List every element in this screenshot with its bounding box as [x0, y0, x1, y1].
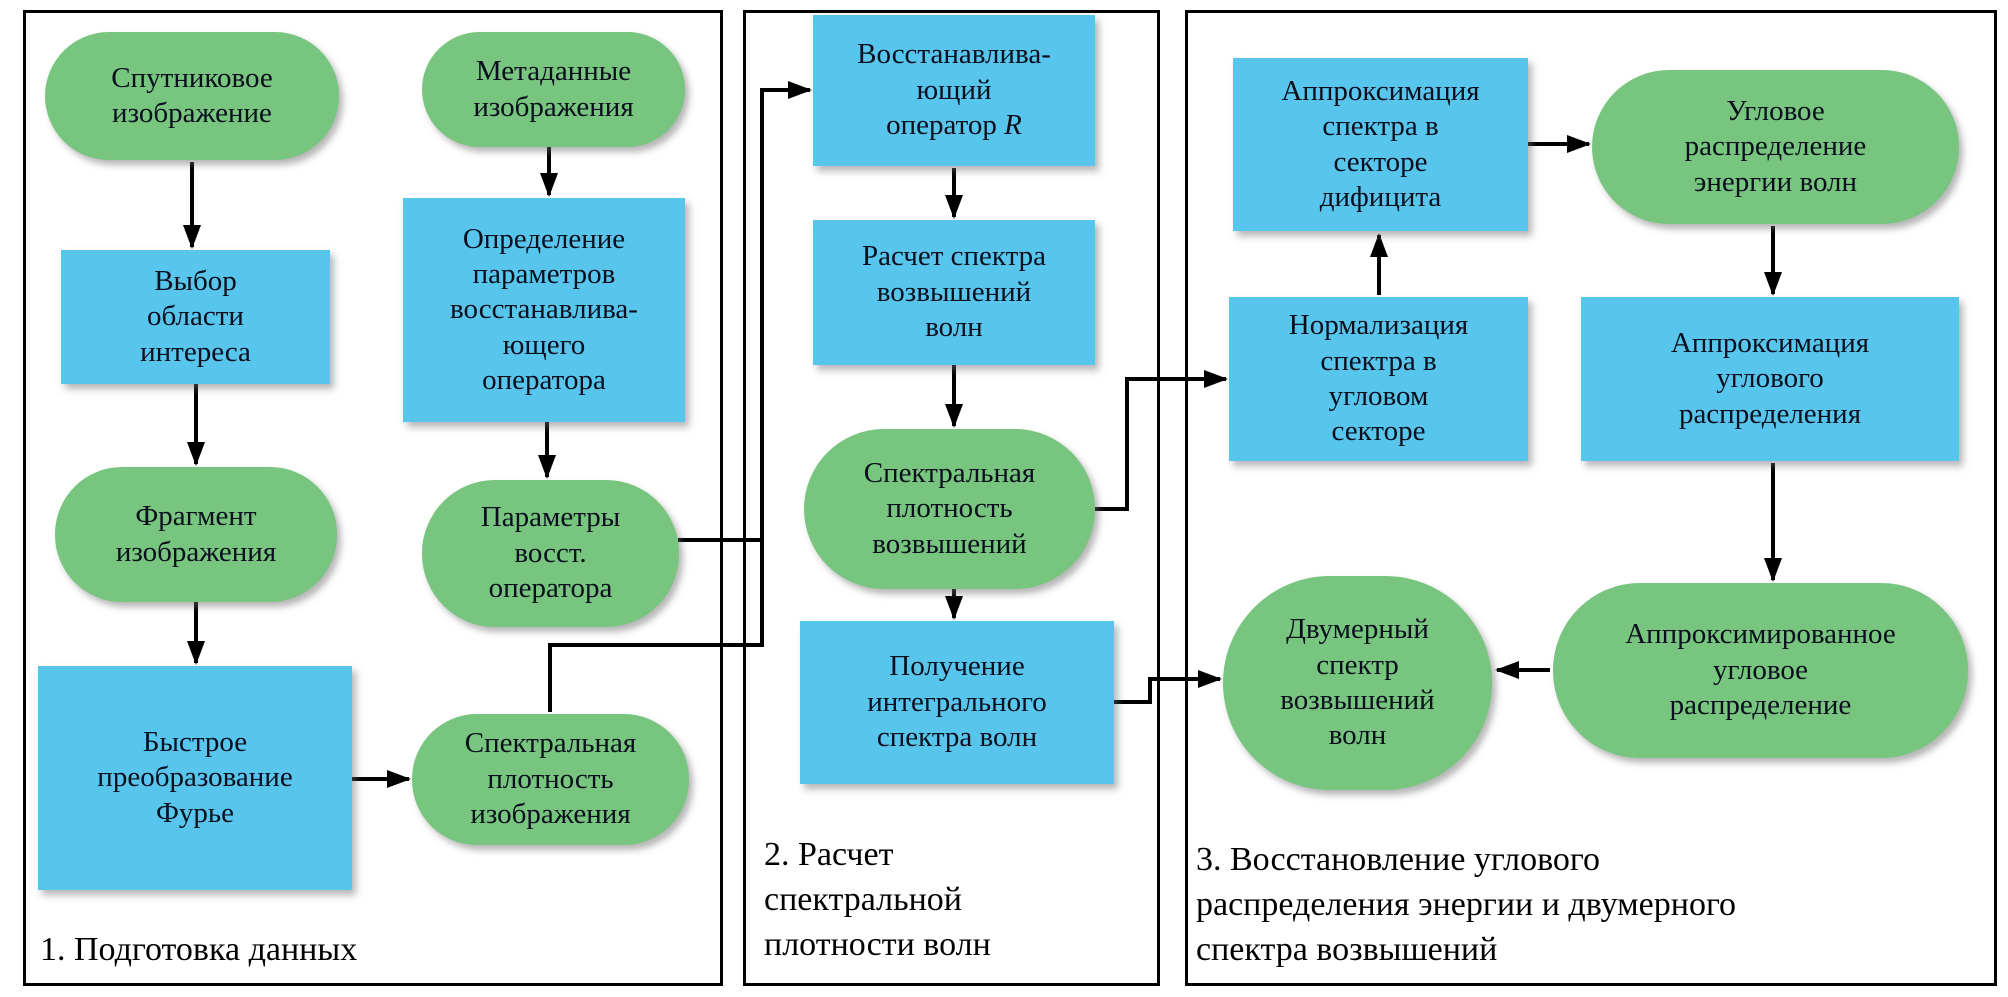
panel-label-wave-spectral-density: 2. Расчет спектральной плотности волн — [764, 836, 991, 963]
node-elevation-spectrum-calc: Расчет спектра возвышений волн — [813, 220, 1095, 365]
node-image-fragment: Фрагмент изображения — [55, 467, 337, 602]
node-deficit-sector-approximation: Аппроксимация спектра в секторе дифицита — [1233, 58, 1528, 231]
node-image-spectral-density: Спектральная плотность изображения — [412, 714, 689, 845]
node-integral-spectrum: Получение интегрального спектра волн — [800, 621, 1114, 784]
node-restoring-operator: Восстанавлива- ющий оператор R — [813, 15, 1095, 166]
node-operator-params-determination: Определение параметров восстанавлива- ющ… — [403, 198, 685, 422]
node-elevation-spectral-density: Спектральная плотность возвышений — [804, 429, 1095, 589]
operator-r-symbol: R — [1004, 109, 1022, 142]
node-elevation-spectrum-2d: Двумерный спектр возвышений волн — [1223, 576, 1492, 790]
node-angular-sector-normalization: Нормализация спектра в угловом секторе — [1229, 297, 1528, 461]
node-roi-selection: Выбор области интереса — [61, 250, 330, 384]
restoring-operator-text: Восстанавлива- ющий оператор R — [857, 38, 1051, 142]
panel-data-preparation — [23, 10, 723, 986]
node-restoration-params: Параметры восст. оператора — [422, 480, 679, 627]
panel-label-data-preparation: 1. Подготовка данных — [40, 931, 358, 968]
node-angular-distribution-approximation: Аппроксимация углового распределения — [1581, 297, 1959, 461]
node-image-metadata: Метаданные изображения — [422, 32, 685, 147]
node-approximated-angular-distribution: Аппроксимированное угловое распределение — [1553, 583, 1968, 758]
panel-label-angular-distribution-recovery: 3. Восстановление углового распределения… — [1196, 841, 1737, 968]
node-satellite-image: Спутниковое изображение — [45, 32, 339, 160]
node-angular-energy-distribution: Угловое распределение энергии волн — [1592, 70, 1959, 224]
node-fft: Быстрое преобразование Фурье — [38, 666, 352, 890]
